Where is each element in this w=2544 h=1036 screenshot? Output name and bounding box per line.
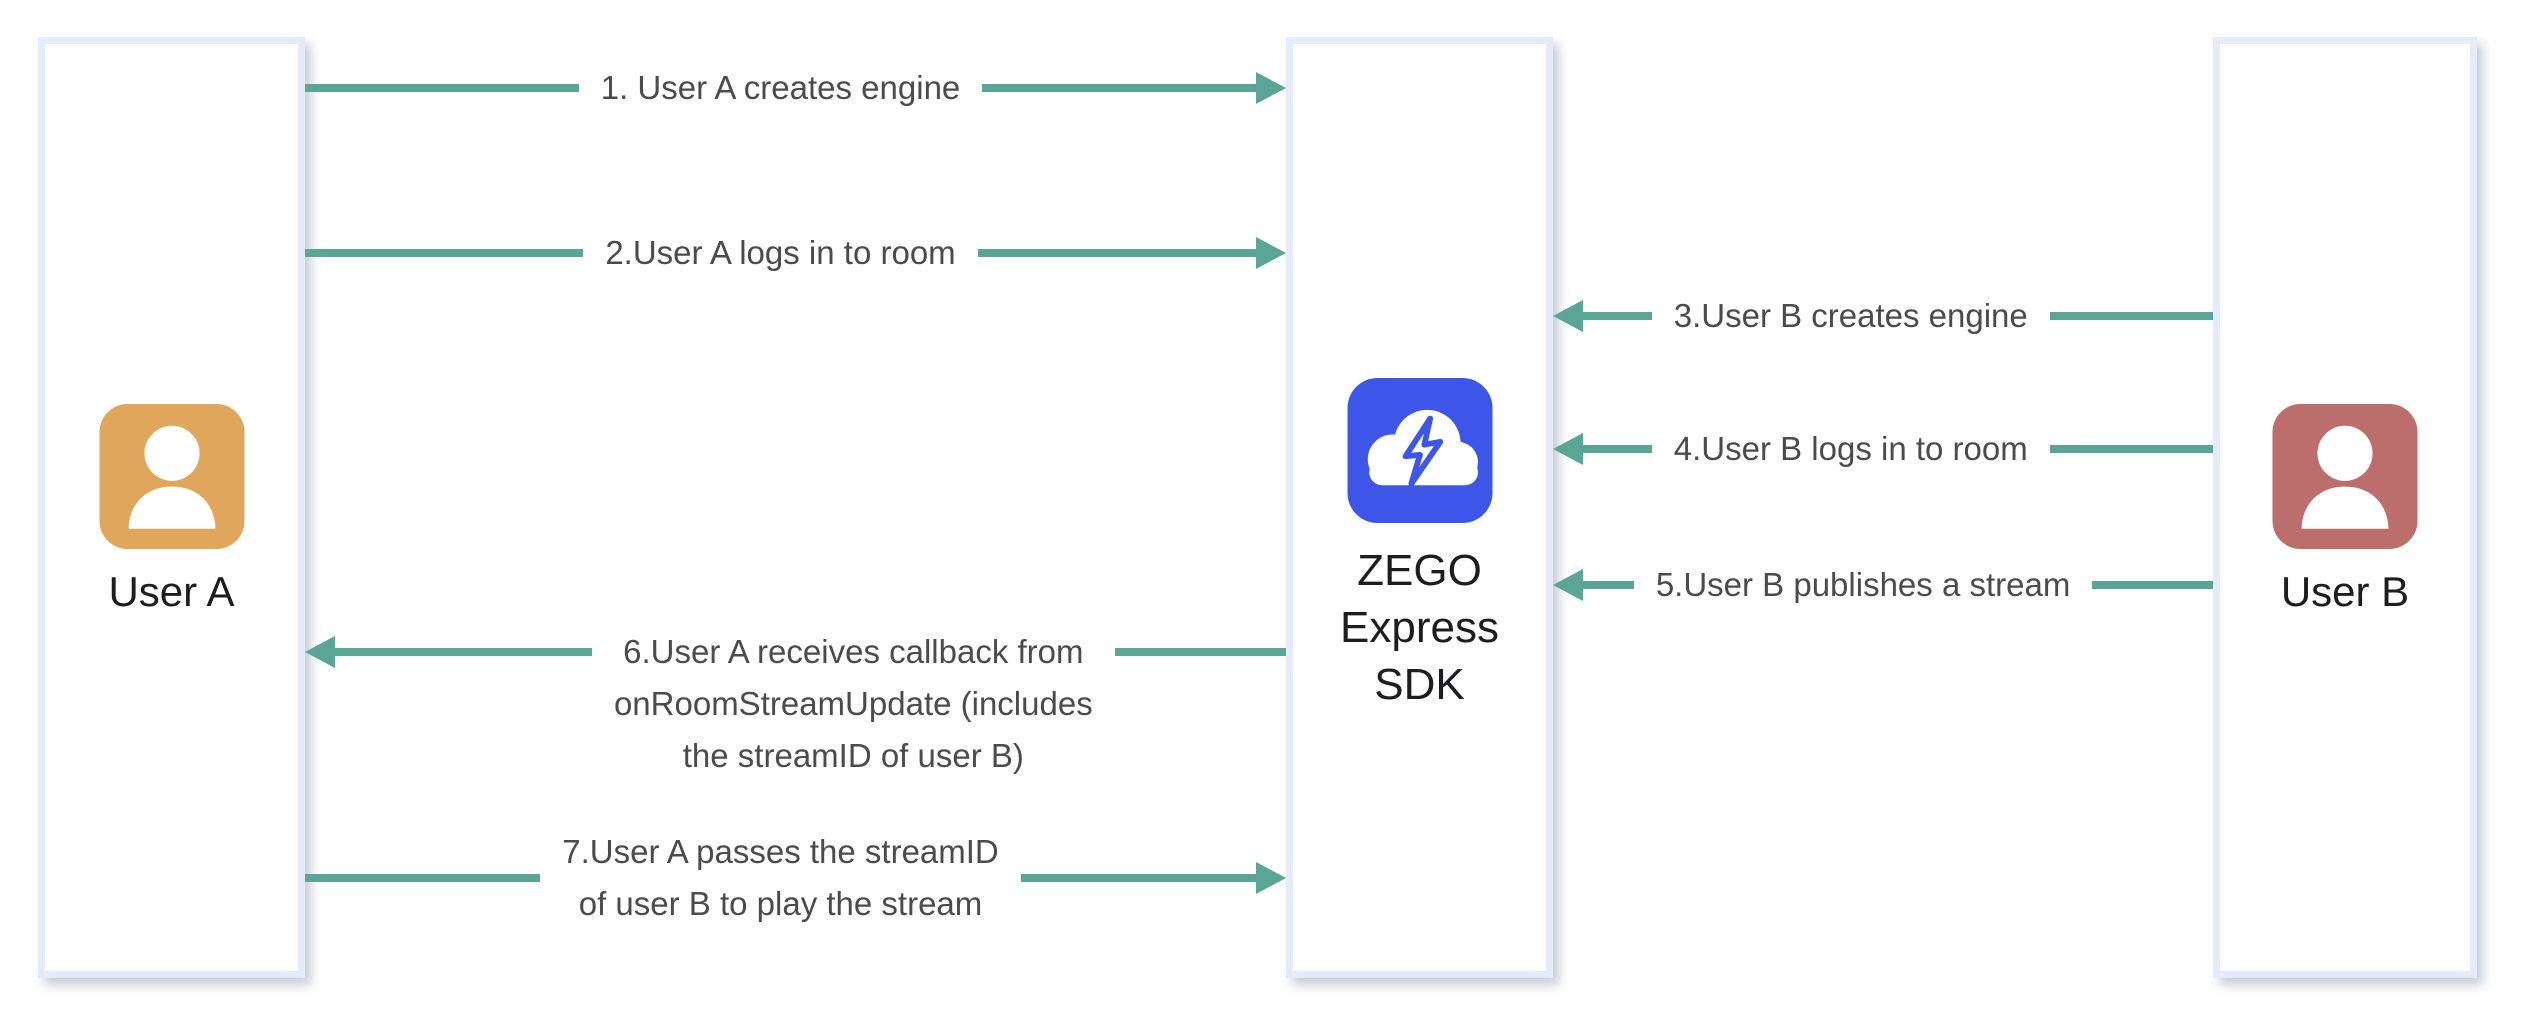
arrow-line — [305, 249, 584, 257]
arrow-line — [2049, 312, 2213, 320]
user-b-avatar-icon — [2272, 404, 2418, 549]
arrow-line — [1114, 648, 1286, 656]
arrowhead-left-icon — [1553, 433, 1583, 465]
arrowhead-right-icon — [1256, 72, 1286, 104]
arrow-line — [977, 249, 1256, 257]
arrow-step-6-label: 6.User A receives callback from onRoomSt… — [613, 633, 1093, 774]
cloud-lightning-glyph — [1367, 409, 1478, 487]
entity-user-a: User A — [38, 37, 305, 978]
arrow-step-3-label: 3.User B creates engine — [1673, 297, 2028, 334]
arrow-line — [2049, 445, 2213, 453]
entity-user-a-label: User A — [108, 568, 235, 615]
arrow-step-5-label: 5.User B publishes a stream — [1655, 566, 2071, 603]
person-silhouette-icon — [2301, 425, 2389, 529]
arrow-line — [1020, 874, 1256, 882]
entity-sdk-label: ZEGO Express SDK — [1340, 546, 1499, 709]
entity-user-b-label: User B — [2280, 568, 2410, 615]
arrowhead-left-icon — [1553, 300, 1583, 332]
cloud-lightning-icon — [1347, 378, 1492, 523]
arrow-step-1-label: 1. User A creates engine — [600, 69, 961, 106]
arrow-step-7-label: 7.User A passes the streamID of user B t… — [562, 833, 999, 922]
arrow-step-5: 5.User B publishes a stream — [1553, 559, 2213, 611]
arrow-step-2: 2.User A logs in to room — [305, 227, 1286, 279]
arrow-line — [2092, 581, 2213, 589]
arrowhead-left-icon — [305, 636, 335, 668]
arrowhead-right-icon — [1256, 237, 1286, 269]
arrow-step-1: 1. User A creates engine — [305, 62, 1286, 114]
arrow-step-3: 3.User B creates engine — [1553, 290, 2213, 342]
person-silhouette-icon — [128, 425, 215, 529]
arrow-step-6: 6.User A receives callback from onRoomSt… — [305, 626, 1286, 782]
entity-zego-express-sdk: ZEGO Express SDK — [1286, 37, 1553, 978]
arrowhead-left-icon — [1553, 569, 1583, 601]
arrow-step-4: 4.User B logs in to room — [1553, 423, 2213, 475]
arrow-line — [305, 874, 541, 882]
arrow-line — [305, 84, 579, 92]
arrowhead-right-icon — [1256, 862, 1286, 894]
arrow-step-2-label: 2.User A logs in to room — [605, 234, 956, 271]
arrow-line — [982, 84, 1256, 92]
user-a-avatar-icon — [99, 404, 244, 549]
arrow-step-7: 7.User A passes the streamID of user B t… — [305, 826, 1286, 930]
arrow-line — [1583, 312, 1652, 320]
arrow-line — [1583, 445, 1652, 453]
arrow-step-4-label: 4.User B logs in to room — [1673, 430, 2028, 467]
arrow-line — [1583, 581, 1634, 589]
arrow-line — [335, 648, 592, 656]
entity-user-b: User B — [2213, 37, 2477, 978]
